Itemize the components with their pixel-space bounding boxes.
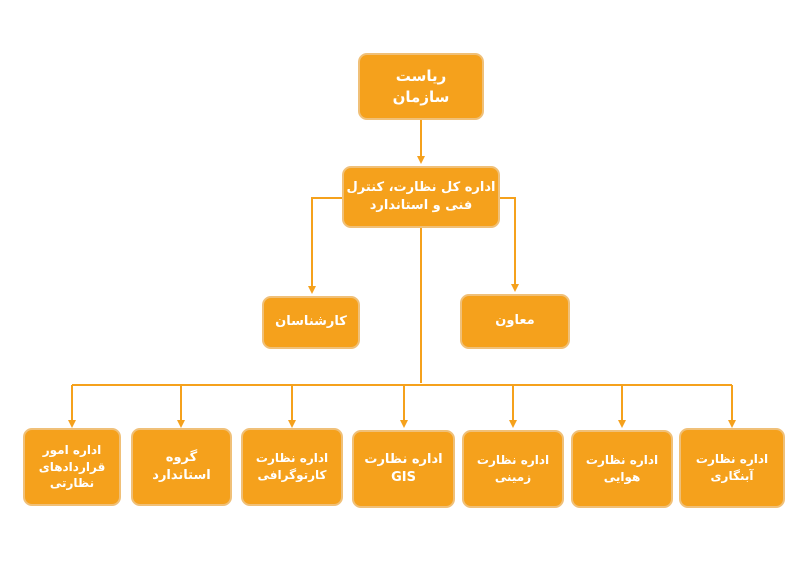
line-directorate-to-experts <box>308 197 345 294</box>
node-ground-office[interactable]: اداره نظارت زمینی <box>462 430 564 508</box>
node-aerial-office[interactable]: اداره نظارت هوایی <box>571 430 673 508</box>
node-presidency[interactable]: ریاست سازمان <box>358 53 484 120</box>
line-directorate-to-deputy <box>498 197 519 292</box>
node-contracts-office[interactable]: اداره امور قراردادهای نظارتی <box>23 428 121 506</box>
node-experts[interactable]: کارشناسان <box>262 296 360 349</box>
node-deputy[interactable]: معاون <box>460 294 570 349</box>
node-general-directorate[interactable]: اداره کل نظارت، کنترل فنی و استاندارد <box>342 166 500 228</box>
node-standards-group[interactable]: گروه استاندارد <box>131 428 232 506</box>
node-gis-office[interactable]: اداره نظارت GIS <box>352 430 455 508</box>
node-cartography-office[interactable]: اداره نظارت کارتوگرافی <box>241 428 343 506</box>
node-hydrography-office[interactable]: اداره نظارت آبنگاری <box>679 428 785 508</box>
